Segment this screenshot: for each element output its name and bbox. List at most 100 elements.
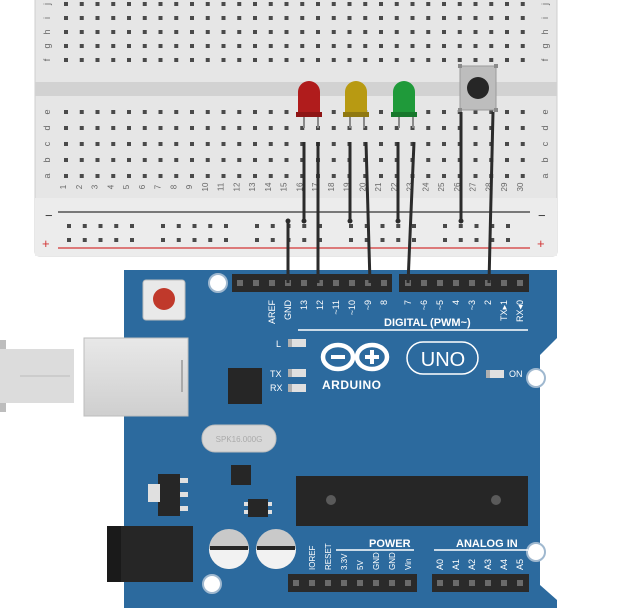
header-pin[interactable]	[517, 580, 523, 586]
breadboard-hole[interactable]	[316, 2, 320, 6]
breadboard-hole[interactable]	[489, 16, 494, 20]
breadboard-hole[interactable]	[190, 30, 194, 34]
breadboard-hole[interactable]	[318, 224, 322, 228]
breadboard-hole[interactable]	[190, 58, 194, 62]
breadboard-hole[interactable]	[158, 2, 163, 6]
breadboard-hole[interactable]	[127, 110, 131, 114]
breadboard-hole[interactable]	[79, 142, 84, 146]
breadboard-hole[interactable]	[268, 16, 273, 20]
header-pin[interactable]	[421, 280, 427, 286]
breadboard-hole[interactable]	[379, 2, 383, 6]
breadboard-hole[interactable]	[489, 44, 494, 48]
breadboard-hole[interactable]	[174, 142, 179, 146]
breadboard-hole[interactable]	[237, 110, 242, 114]
breadboard-hole[interactable]	[426, 158, 431, 162]
breadboard-hole[interactable]	[505, 110, 509, 114]
breadboard-hole[interactable]	[379, 142, 383, 146]
header-pin[interactable]	[253, 280, 259, 286]
breadboard-hole[interactable]	[127, 174, 131, 178]
breadboard-hole[interactable]	[82, 224, 87, 228]
breadboard-hole[interactable]	[474, 238, 479, 242]
breadboard-hole[interactable]	[331, 174, 336, 178]
breadboard-hole[interactable]	[98, 238, 103, 242]
breadboard-hole[interactable]	[237, 158, 242, 162]
breadboard-hole[interactable]	[192, 224, 197, 228]
header-pin[interactable]	[269, 280, 275, 286]
breadboard-hole[interactable]	[316, 44, 320, 48]
breadboard-hole[interactable]	[474, 224, 479, 228]
breadboard-hole[interactable]	[506, 224, 510, 228]
breadboard-hole[interactable]	[379, 174, 383, 178]
breadboard-hole[interactable]	[379, 126, 383, 130]
breadboard-hole[interactable]	[457, 30, 462, 34]
breadboard-hole[interactable]	[127, 58, 131, 62]
breadboard-hole[interactable]	[208, 224, 213, 228]
breadboard-hole[interactable]	[394, 126, 399, 130]
breadboard-hole[interactable]	[489, 2, 494, 6]
breadboard-hole[interactable]	[95, 30, 100, 34]
breadboard-hole[interactable]	[95, 142, 100, 146]
breadboard-hole[interactable]	[205, 30, 210, 34]
breadboard-hole[interactable]	[64, 44, 68, 48]
breadboard-hole[interactable]	[158, 142, 163, 146]
breadboard-hole[interactable]	[347, 44, 352, 48]
breadboard-hole[interactable]	[316, 58, 320, 62]
breadboard-hole[interactable]	[457, 58, 462, 62]
breadboard-hole[interactable]	[253, 58, 257, 62]
breadboard-hole[interactable]	[253, 126, 257, 130]
breadboard-hole[interactable]	[221, 2, 226, 6]
breadboard-hole[interactable]	[190, 174, 194, 178]
breadboard-hole[interactable]	[253, 2, 257, 6]
breadboard-hole[interactable]	[253, 142, 257, 146]
breadboard-hole[interactable]	[347, 58, 352, 62]
breadboard-hole[interactable]	[457, 44, 462, 48]
breadboard-hole[interactable]	[158, 44, 163, 48]
breadboard-hole[interactable]	[284, 158, 289, 162]
breadboard-hole[interactable]	[253, 44, 257, 48]
breadboard-hole[interactable]	[284, 44, 289, 48]
breadboard-hole[interactable]	[457, 16, 462, 20]
breadboard-hole[interactable]	[208, 238, 213, 242]
header-pin[interactable]	[501, 580, 507, 586]
breadboard-hole[interactable]	[114, 238, 119, 242]
breadboard-hole[interactable]	[237, 16, 242, 20]
breadboard-hole[interactable]	[379, 44, 383, 48]
header-pin[interactable]	[501, 280, 507, 286]
breadboard-hole[interactable]	[410, 16, 415, 20]
breadboard-hole[interactable]	[79, 16, 84, 20]
breadboard-hole[interactable]	[190, 158, 194, 162]
breadboard-hole[interactable]	[190, 126, 194, 130]
breadboard-hole[interactable]	[426, 30, 431, 34]
breadboard-hole[interactable]	[284, 126, 289, 130]
breadboard-hole[interactable]	[520, 174, 525, 178]
pushbutton[interactable]	[458, 64, 498, 112]
breadboard-hole[interactable]	[205, 16, 210, 20]
breadboard-hole[interactable]	[64, 58, 68, 62]
breadboard-hole[interactable]	[284, 16, 289, 20]
breadboard-hole[interactable]	[379, 30, 383, 34]
breadboard-hole[interactable]	[221, 44, 226, 48]
breadboard-hole[interactable]	[505, 2, 509, 6]
breadboard-hole[interactable]	[95, 44, 100, 48]
header-pin[interactable]	[405, 580, 411, 586]
breadboard-hole[interactable]	[316, 16, 320, 20]
breadboard-hole[interactable]	[458, 224, 463, 228]
breadboard-hole[interactable]	[221, 174, 226, 178]
breadboard-hole[interactable]	[95, 58, 100, 62]
breadboard-hole[interactable]	[64, 126, 68, 130]
breadboard-hole[interactable]	[64, 2, 68, 6]
header-pin[interactable]	[469, 280, 475, 286]
breadboard-hole[interactable]	[82, 238, 87, 242]
breadboard-hole[interactable]	[426, 174, 431, 178]
breadboard-hole[interactable]	[520, 110, 525, 114]
breadboard-hole[interactable]	[284, 58, 289, 62]
breadboard-hole[interactable]	[473, 110, 478, 114]
breadboard-hole[interactable]	[331, 58, 336, 62]
red-led[interactable]	[296, 81, 322, 128]
breadboard-hole[interactable]	[270, 224, 275, 228]
breadboard-hole[interactable]	[331, 110, 336, 114]
breadboard-hole[interactable]	[190, 16, 194, 20]
header-pin[interactable]	[357, 580, 363, 586]
header-pin[interactable]	[341, 580, 347, 586]
breadboard-hole[interactable]	[300, 158, 305, 162]
